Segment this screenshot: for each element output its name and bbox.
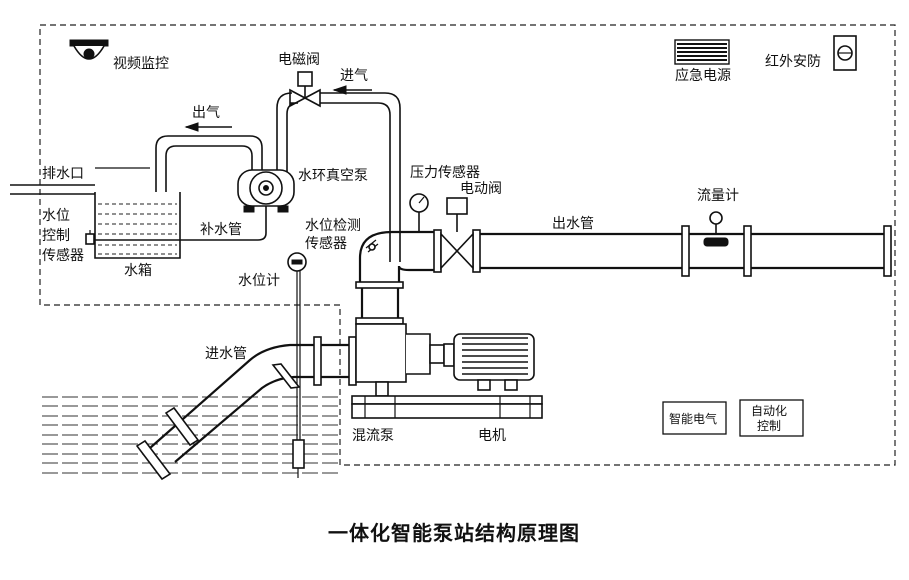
solenoid-valve-label: 电磁阀 — [278, 52, 320, 68]
water-ring-pump-label: 水环真空泵 — [298, 168, 368, 184]
battery-icon — [674, 39, 730, 65]
level-gauge-icon — [287, 252, 307, 478]
level-control-sensor-label-2: 控制 — [42, 228, 70, 244]
smart-electrical-cabinet: 智能电气 — [662, 401, 727, 435]
electric-valve — [433, 197, 481, 273]
level-sensor-icon — [85, 230, 95, 245]
air-in-label: 进气 — [340, 68, 368, 84]
drain-outlet-label: 排水口 — [42, 166, 84, 182]
mixed-flow-pump-label: 混流泵 — [352, 428, 394, 444]
smart-electrical-label: 智能电气 — [669, 411, 717, 426]
infrared-sensor-icon — [833, 35, 857, 71]
electric-valve-label: 电动阀 — [460, 181, 502, 197]
automation-control-cabinet: 自动化 控制 — [739, 399, 804, 437]
air-pipe — [155, 92, 401, 262]
makeup-pipe — [95, 206, 267, 241]
pressure-sensor-label: 压力传感器 — [410, 164, 480, 181]
arrow-left-icon — [184, 122, 232, 132]
motor — [443, 333, 535, 391]
flow-meter-label: 流量计 — [697, 188, 739, 204]
camera-icon — [69, 39, 109, 60]
solenoid-valve — [289, 71, 321, 108]
motor-label: 电机 — [478, 428, 506, 444]
water-level-gauge-label: 水位计 — [238, 273, 280, 289]
level-control-sensor-label-1: 水位 — [42, 208, 70, 224]
outlet-pipe-label: 出水管 — [552, 216, 594, 232]
water-tank — [94, 192, 181, 259]
diagram-title: 一体化智能泵站结构原理图 — [328, 521, 580, 545]
mixed-flow-pump — [355, 323, 445, 397]
flow-meter-icon — [703, 211, 729, 247]
level-detect-sensor-label-1: 水位检测 — [305, 218, 361, 234]
inlet-pipe-label: 进水管 — [205, 346, 247, 362]
base-plate — [351, 395, 543, 419]
level-detect-sensor-icon — [365, 239, 379, 253]
infrared-security-label: 红外安防 — [765, 54, 821, 70]
water-tank-label: 水箱 — [124, 263, 152, 279]
emergency-power-label: 应急电源 — [675, 67, 731, 84]
level-detect-sensor-label-2: 传感器 — [305, 235, 347, 252]
makeup-pipe-label: 补水管 — [200, 222, 242, 238]
inlet-pipe — [135, 336, 357, 481]
automation-control-label-1: 自动化 — [751, 404, 787, 418]
arrow-left-icon — [332, 85, 372, 95]
outlet-pipe — [480, 225, 892, 277]
pressure-gauge-icon — [409, 193, 429, 232]
vacuum-pump — [237, 169, 295, 213]
riser-elbow — [358, 230, 434, 282]
drain-pipe — [10, 167, 150, 195]
video-monitor-label: 视频监控 — [113, 56, 169, 72]
station-boundary — [39, 24, 896, 466]
air-out-label: 出气 — [192, 105, 220, 121]
level-control-sensor-label-3: 传感器 — [42, 247, 84, 264]
automation-control-label-2: 控制 — [757, 419, 781, 433]
riser-pipe — [355, 281, 404, 325]
